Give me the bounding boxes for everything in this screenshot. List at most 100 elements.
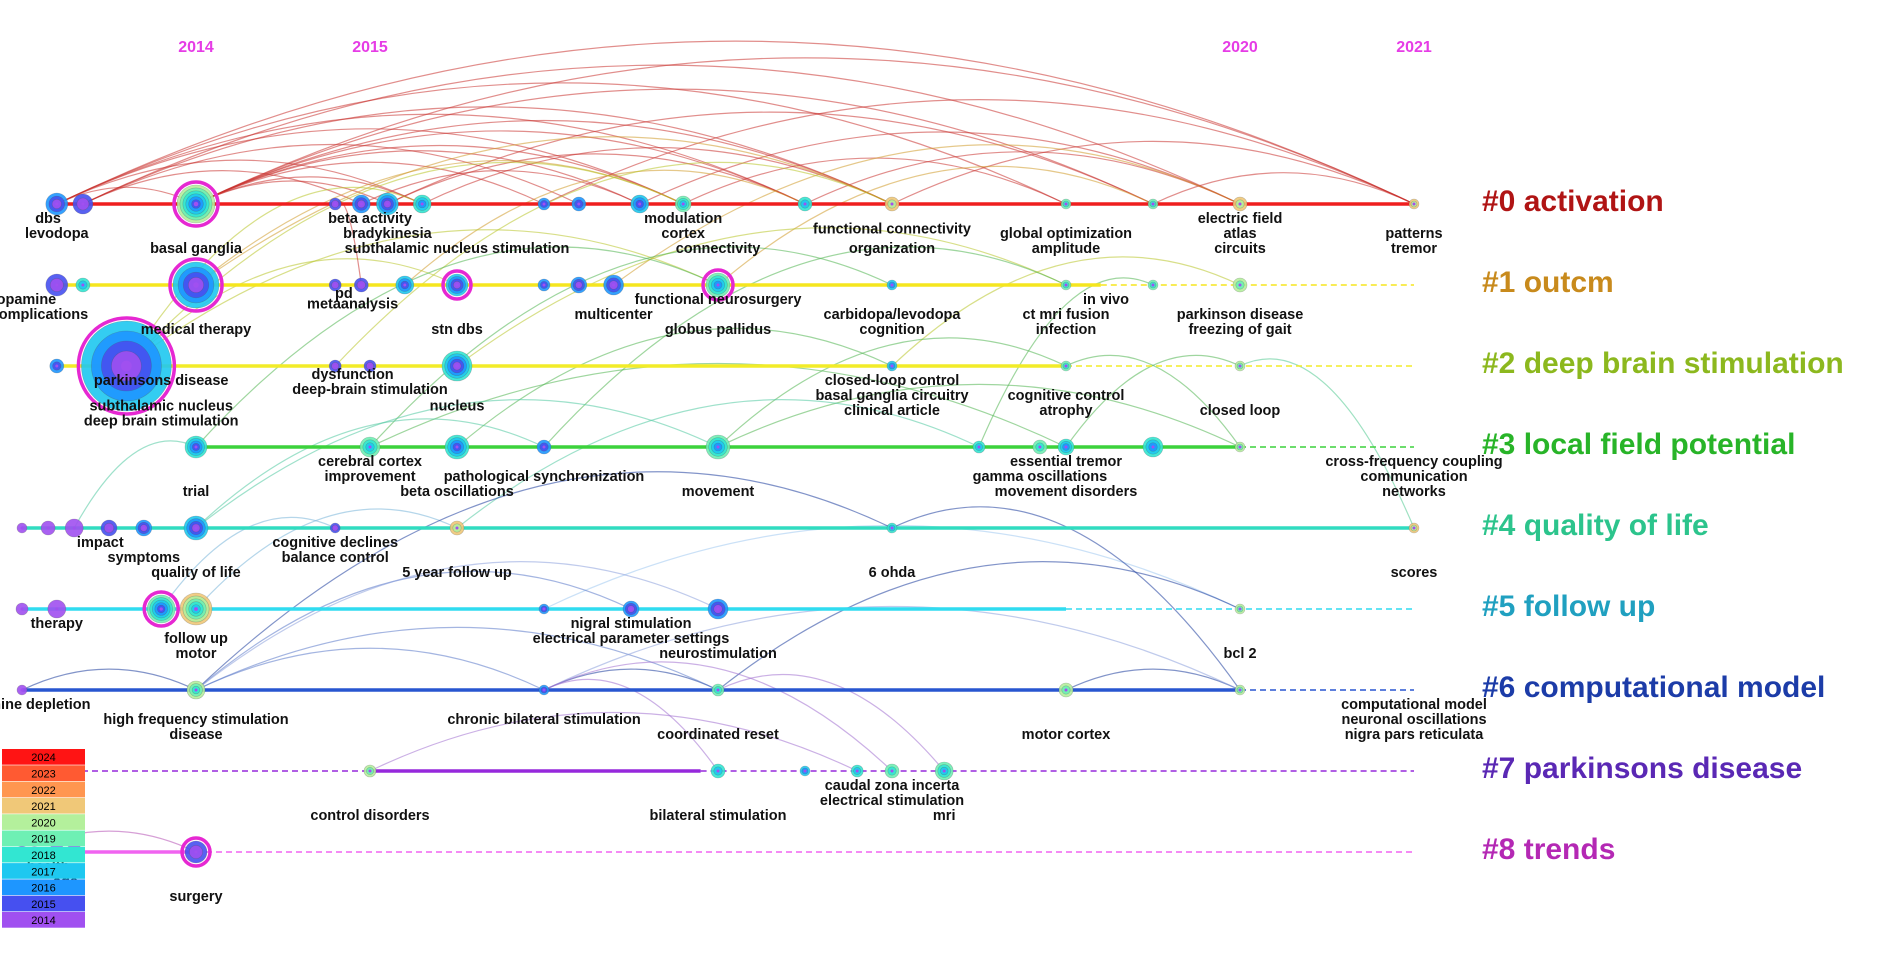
keyword-label: pd — [335, 286, 353, 302]
keyword-node[interactable] — [100, 519, 118, 537]
keyword-node[interactable] — [359, 436, 381, 458]
keyword-node[interactable] — [1060, 360, 1072, 372]
keyword-node[interactable] — [934, 761, 954, 781]
citation-arc — [195, 246, 719, 448]
keyword-node[interactable] — [363, 764, 377, 778]
keyword-node[interactable] — [395, 275, 415, 295]
citation-arc — [195, 626, 719, 691]
keyword-node[interactable] — [1408, 198, 1420, 210]
keyword-node[interactable] — [328, 197, 342, 211]
keyword-node[interactable] — [135, 519, 153, 537]
legend-year-label: 2024 — [31, 752, 55, 764]
keyword-node[interactable] — [16, 684, 28, 696]
keyword-node[interactable] — [412, 194, 432, 214]
keyword-label: coordinated reset — [657, 727, 779, 743]
keyword-node[interactable] — [538, 684, 550, 696]
keyword-node[interactable] — [328, 278, 342, 292]
keyword-node[interactable] — [449, 520, 465, 536]
node-core — [194, 688, 198, 692]
keyword-node[interactable] — [799, 765, 811, 777]
keyword-node[interactable] — [172, 180, 220, 228]
keyword-label: functional neurosurgery — [635, 292, 802, 308]
keyword-node[interactable] — [571, 196, 587, 212]
keyword-node[interactable] — [884, 763, 900, 779]
keyword-node[interactable] — [886, 360, 898, 372]
keyword-node[interactable] — [47, 599, 67, 619]
keyword-node[interactable] — [180, 836, 212, 868]
keyword-node[interactable] — [351, 194, 371, 214]
keyword-node[interactable] — [850, 764, 864, 778]
keyword-label: metaanalysis — [307, 297, 398, 313]
keyword-node[interactable] — [328, 359, 342, 373]
keyword-node[interactable] — [1057, 438, 1075, 456]
node-core — [55, 607, 59, 611]
legend-year-label: 2018 — [31, 850, 55, 862]
keyword-node[interactable] — [674, 195, 692, 213]
keyword-node[interactable] — [1232, 277, 1248, 293]
keyword-node[interactable] — [353, 277, 369, 293]
keyword-node[interactable] — [184, 435, 208, 459]
keyword-node[interactable] — [1234, 441, 1246, 453]
keyword-node[interactable] — [76, 316, 177, 416]
keyword-node[interactable] — [186, 680, 206, 700]
keyword-node[interactable] — [179, 592, 213, 626]
keyword-node[interactable] — [603, 274, 624, 296]
keyword-node[interactable] — [886, 279, 898, 291]
keyword-node[interactable] — [884, 196, 900, 212]
keyword-node[interactable] — [972, 440, 986, 454]
keyword-node[interactable] — [16, 522, 28, 534]
citation-arc — [891, 140, 1415, 205]
keyword-node[interactable] — [45, 273, 69, 297]
keyword-node[interactable] — [710, 763, 726, 779]
keyword-node[interactable] — [1234, 603, 1246, 615]
legend-swatch — [2, 846, 85, 863]
node-core — [107, 526, 111, 530]
keyword-node[interactable] — [886, 522, 898, 534]
keyword-node[interactable] — [701, 268, 735, 302]
keyword-label: motor cortex — [1022, 727, 1111, 743]
year-label: 2014 — [178, 39, 214, 56]
keyword-node[interactable] — [707, 598, 729, 620]
keyword-node[interactable] — [1058, 682, 1074, 698]
keyword-node[interactable] — [15, 602, 29, 616]
keyword-node[interactable] — [705, 434, 731, 460]
keyword-node[interactable] — [441, 350, 473, 382]
keyword-node[interactable] — [537, 278, 551, 292]
keyword-node[interactable] — [630, 194, 650, 214]
keyword-node[interactable] — [536, 439, 552, 455]
keyword-node[interactable] — [1147, 279, 1159, 291]
keyword-label: dopamine — [0, 292, 56, 308]
keyword-node[interactable] — [1408, 522, 1420, 534]
keyword-node[interactable] — [1032, 439, 1048, 455]
keyword-node[interactable] — [75, 277, 91, 293]
keyword-node[interactable] — [183, 515, 209, 541]
keyword-node[interactable] — [329, 522, 341, 534]
keyword-node[interactable] — [797, 196, 813, 212]
keyword-node[interactable] — [1234, 684, 1246, 696]
keyword-node[interactable] — [538, 603, 550, 615]
keyword-node[interactable] — [1232, 196, 1248, 212]
keyword-node[interactable] — [711, 683, 725, 697]
keyword-node[interactable] — [441, 269, 473, 301]
keyword-node[interactable] — [570, 276, 588, 294]
keyword-node[interactable] — [444, 434, 470, 460]
keyword-node[interactable] — [1142, 436, 1164, 458]
keyword-node[interactable] — [622, 600, 640, 618]
keyword-node[interactable] — [40, 520, 56, 536]
keyword-node[interactable] — [64, 518, 84, 538]
citation-arc — [456, 399, 980, 529]
keyword-node[interactable] — [45, 192, 69, 216]
keyword-node[interactable] — [1060, 279, 1072, 291]
keyword-node[interactable] — [142, 590, 180, 628]
keyword-node[interactable] — [168, 257, 224, 313]
keyword-node[interactable] — [72, 193, 94, 215]
keyword-node[interactable] — [537, 197, 551, 211]
citation-arc — [195, 57, 1415, 205]
keyword-node[interactable] — [376, 192, 399, 216]
keyword-node[interactable] — [1147, 198, 1159, 210]
keyword-node[interactable] — [1060, 198, 1072, 210]
keyword-node[interactable] — [363, 359, 377, 373]
keyword-node[interactable] — [49, 358, 65, 374]
keyword-label: pathological synchronization — [444, 469, 645, 485]
keyword-node[interactable] — [1234, 360, 1246, 372]
